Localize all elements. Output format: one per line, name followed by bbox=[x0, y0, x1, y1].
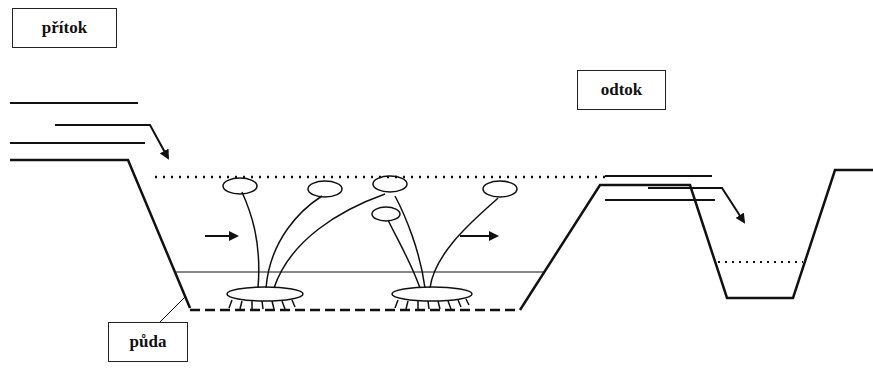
ditch-water bbox=[718, 261, 803, 263]
soil-bottom bbox=[190, 309, 520, 312]
box-label: odtok bbox=[591, 80, 653, 100]
inflow-lines bbox=[10, 103, 168, 158]
soil-surface bbox=[175, 272, 545, 273]
plants bbox=[223, 176, 517, 309]
box-label: půda bbox=[120, 332, 177, 352]
label-box: odtok bbox=[577, 70, 666, 110]
outflow-lines bbox=[605, 176, 744, 222]
label-box: přítok bbox=[12, 8, 117, 48]
box-label: přítok bbox=[32, 18, 97, 38]
leader-line bbox=[160, 296, 186, 322]
flow-arrows bbox=[205, 235, 497, 237]
channel-outline bbox=[10, 160, 873, 310]
label-box: půda bbox=[108, 322, 188, 362]
